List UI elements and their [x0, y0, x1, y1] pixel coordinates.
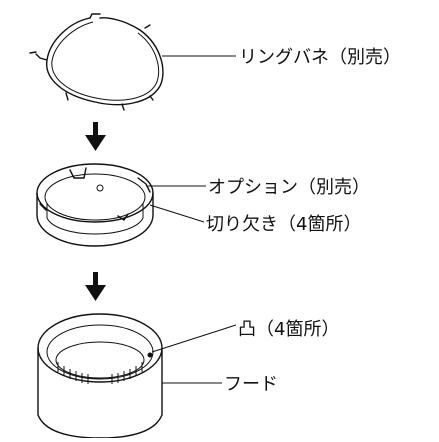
- ring-spring-label: リングバネ（別売）: [239, 47, 401, 68]
- option-label: オプション（別売）: [208, 177, 370, 198]
- down-arrow-1: [85, 122, 106, 151]
- down-arrow-2: [85, 272, 106, 301]
- bump-label: 凸（4箇所）: [238, 319, 339, 340]
- hood-label: フード: [224, 374, 278, 395]
- bump-leader: [151, 324, 237, 353]
- ring-spring: [29, 13, 164, 111]
- option-adapter: [36, 163, 154, 247]
- notch-leader: [149, 204, 205, 223]
- notch-label: 切り欠き（4箇所）: [206, 214, 361, 235]
- hood: [37, 313, 163, 439]
- hood-threads: [57, 362, 143, 384]
